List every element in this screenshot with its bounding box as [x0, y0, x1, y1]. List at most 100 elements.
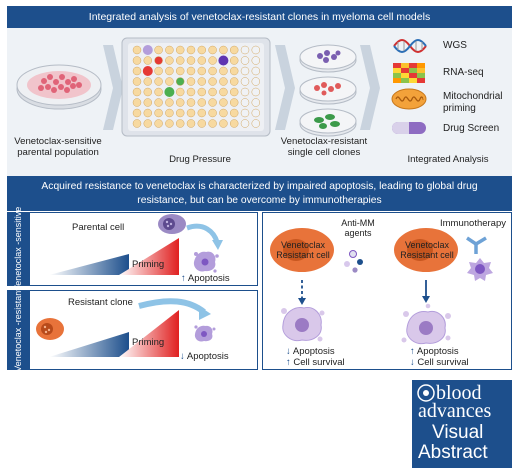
- plate-well: [154, 119, 163, 128]
- plate-well-highlight: [142, 45, 153, 55]
- left-outcome-survival: ↑ Cell survival: [286, 357, 345, 368]
- plate-well: [219, 77, 228, 86]
- plate-well: [197, 87, 207, 97]
- plate-well: [240, 108, 250, 118]
- resistant-clone-cell-icon: [36, 318, 64, 340]
- conclusion-banner: Acquired resistance to venetoclax is cha…: [7, 176, 512, 211]
- plate-well: [219, 98, 228, 107]
- capsule-icon: [392, 122, 426, 134]
- plate-well: [219, 45, 228, 55]
- parental-cell-icon: [158, 214, 186, 234]
- left-outcome-apoptosis: ↓ Apoptosis: [286, 346, 335, 357]
- clone-dish-green: [299, 108, 357, 137]
- parental-label: Venetoclax-sensitive parental population: [14, 136, 102, 158]
- plate-well: [229, 45, 239, 55]
- plate-well: [197, 45, 207, 55]
- plate-well: [197, 119, 207, 128]
- plate-well: [165, 119, 174, 128]
- legend-rnaseq: RNA-seq: [443, 67, 484, 78]
- plate-well: [186, 87, 196, 97]
- plate-well: [143, 87, 153, 97]
- dna-icon: [393, 39, 427, 53]
- sensitive-panel-graphics: [49, 214, 223, 275]
- plate-well: [186, 77, 196, 86]
- plate-well: [208, 45, 217, 55]
- plate-well: [219, 119, 228, 128]
- plate-well: [229, 56, 239, 65]
- plate-well: [251, 87, 261, 97]
- plate-well: [132, 98, 142, 107]
- resistant-clone-label: Resistant clone: [68, 297, 133, 308]
- plate-well: [240, 87, 250, 97]
- workflow-arrows: [103, 45, 380, 130]
- plate-well: [197, 77, 207, 86]
- logo-emblem-icon: [417, 384, 435, 402]
- pressure-label: Drug Pressure: [169, 154, 231, 165]
- mitochondrion-icon: [391, 88, 427, 110]
- plate-well: [175, 98, 185, 107]
- priming-label-resistant: Priming: [132, 337, 165, 348]
- plate-well: [154, 56, 163, 65]
- plate-well: [154, 77, 163, 86]
- apoptotic-cell-right-icon: [401, 303, 451, 345]
- analysis-label: Integrated Analysis: [407, 154, 489, 165]
- right-outcome-apoptosis: ↑ Apoptosis: [410, 346, 459, 357]
- anti-mm-agents-icon: [344, 250, 363, 273]
- left-apoptosis-arrow: ↓: [286, 346, 291, 357]
- plate-well: [240, 66, 250, 76]
- plate-well: [154, 98, 163, 107]
- plate-well: [219, 87, 228, 97]
- plate-well: [186, 45, 196, 55]
- plate-well: [165, 108, 174, 118]
- clone-dish-red: [299, 76, 357, 105]
- plate-well: [208, 87, 217, 97]
- plate-well: [229, 98, 239, 107]
- plate-well: [175, 119, 185, 128]
- clone-dishes-icon: [299, 44, 357, 137]
- plate-well: [208, 77, 217, 86]
- parental-dish-icon: [16, 64, 102, 110]
- resistant-cell-right-icon: [394, 228, 458, 272]
- plate-well: [251, 66, 261, 76]
- logo-line3: Visual: [432, 422, 484, 443]
- plate-well: [208, 108, 217, 118]
- logo-line4: Abstract: [418, 442, 488, 463]
- plate-well: [154, 87, 163, 97]
- plate-well: [186, 66, 196, 76]
- plate-well: [229, 87, 239, 97]
- side-label-sensitive: Venetoclax -sensitive: [7, 207, 29, 291]
- plate-well: [132, 45, 142, 55]
- heatmap-icon: [393, 63, 425, 83]
- plate-well: [197, 98, 207, 107]
- plate-well: [186, 119, 196, 128]
- legend-wgs: WGS: [443, 40, 467, 51]
- plate-well: [251, 119, 261, 128]
- plate-well: [154, 66, 163, 76]
- plate-well: [175, 45, 185, 55]
- logo-line2: advances: [418, 400, 492, 422]
- plate-well: [143, 98, 153, 107]
- plate-well: [208, 56, 217, 65]
- plate-well: [132, 56, 142, 65]
- plate-well: [132, 119, 142, 128]
- well-plate-icon: [121, 37, 271, 137]
- plate-well: [229, 108, 239, 118]
- plate-well: [240, 56, 250, 65]
- plate-well-highlight: [164, 87, 175, 97]
- anti-mm-label: Anti-MM agents: [341, 218, 375, 238]
- plate-well: [175, 87, 185, 97]
- resistant-cell-right-label: Venetoclax Resistant cell: [400, 240, 454, 260]
- side-label-resistant: Venetoclax -resistant: [7, 288, 29, 372]
- legend-drug-screen: Drug Screen: [443, 123, 500, 134]
- blood-advances-logo: blood advances Visual Abstract: [412, 380, 512, 468]
- apoptosis-label-sensitive: ↑ Apoptosis: [181, 273, 230, 284]
- apoptotic-cell-icon: [193, 251, 219, 273]
- plate-well: [143, 119, 153, 128]
- plate-well: [165, 45, 174, 55]
- plate-well: [219, 66, 228, 76]
- plate-well: [154, 108, 163, 118]
- immunotherapy-label: Immunotherapy: [440, 218, 507, 229]
- plate-well: [143, 77, 153, 86]
- plate-well: [175, 66, 185, 76]
- clones-label: Venetoclax-resistant single cell clones: [280, 136, 368, 158]
